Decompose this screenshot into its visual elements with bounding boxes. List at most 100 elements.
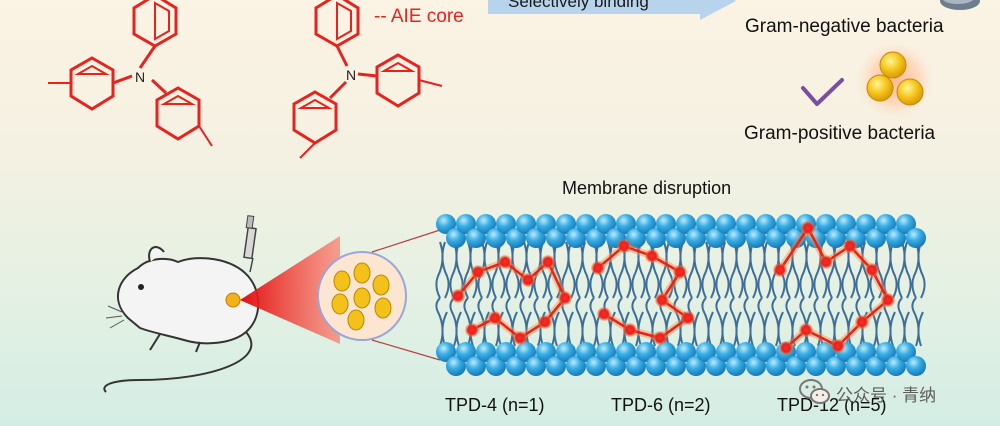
lipid-head [706, 356, 726, 376]
syringe-icon [243, 215, 257, 273]
lipid-head [876, 214, 896, 234]
aie-molecule-node [801, 221, 815, 235]
lipid-tail [757, 297, 766, 347]
lipid-head [606, 356, 626, 376]
lipid-head [676, 342, 696, 362]
lipid-head [736, 342, 756, 362]
lipid-head [616, 214, 636, 234]
lipid-tail [861, 241, 870, 299]
aie-molecule-node [673, 265, 687, 279]
lipid-head [456, 342, 476, 362]
lipid-tail [771, 297, 780, 347]
lipid-tail [875, 241, 884, 299]
lipid-tail [609, 241, 618, 299]
lipid-head [466, 228, 486, 248]
svg-text:N: N [346, 67, 356, 83]
aie-molecule-node [623, 323, 637, 337]
aie-molecule-node [645, 249, 659, 263]
lipid-head [746, 228, 766, 248]
lipid-tail [505, 297, 514, 347]
lipid-tail [707, 241, 716, 299]
lipid-head [886, 228, 906, 248]
lipid-head [826, 356, 846, 376]
lipid-head [516, 214, 536, 234]
lipid-tail [435, 241, 444, 299]
aie-molecule-node [843, 239, 857, 253]
lipid-head [556, 342, 576, 362]
lipid-tail [553, 241, 562, 299]
lipid-head [756, 214, 776, 234]
gram-negative-bacteria-icon [940, 0, 980, 10]
lipid-head [656, 342, 676, 362]
lipid-tail [903, 241, 912, 299]
membrane-disruption-label: Membrane disruption [562, 178, 732, 198]
lipid-tail [799, 241, 808, 299]
lipid-tail [911, 297, 920, 347]
lipid-head [566, 228, 586, 248]
lipid-head [766, 356, 786, 376]
aie-molecule-node [498, 255, 512, 269]
lipid-tail [483, 241, 492, 299]
aie-molecule-node [681, 311, 695, 325]
lipid-head [866, 228, 886, 248]
lipid-head [686, 228, 706, 248]
lipid-head [656, 214, 676, 234]
aie-molecule-node [653, 331, 667, 345]
lipid-head [486, 356, 506, 376]
lipid-head [546, 356, 566, 376]
lipid-tail [595, 241, 604, 299]
lipid-tail [511, 241, 520, 299]
lipid-head [856, 214, 876, 234]
lipid-tail [763, 241, 772, 299]
membrane-bilayer [435, 214, 926, 376]
lipid-tail [715, 297, 724, 347]
lipid-head [636, 342, 656, 362]
lipid-head [616, 342, 636, 362]
lipid-tail [827, 241, 836, 299]
aie-molecule-node [541, 255, 555, 269]
gram-negative-label: Gram-negative bacteria [745, 16, 944, 37]
check-icon [801, 78, 844, 106]
lipid-head [826, 228, 846, 248]
lipid-tail [889, 311, 896, 347]
lipid-tail [435, 297, 444, 347]
bacteria-zoom-circle [317, 251, 407, 341]
zoom-line-bottom [371, 339, 441, 361]
lipid-head [506, 228, 526, 248]
aie-molecule-node [799, 323, 813, 337]
lipid-tail [707, 311, 714, 347]
aie-molecule-node [591, 261, 605, 275]
lipid-tail [589, 297, 598, 347]
lipid-tail [721, 311, 728, 347]
lipid-head [436, 342, 456, 362]
lipid-tail [581, 241, 590, 299]
lipid-tail [609, 311, 616, 347]
aie-molecule-node [617, 239, 631, 253]
lipid-tail [875, 311, 882, 347]
lipid-tail [463, 297, 472, 347]
lipid-tail [575, 241, 584, 299]
tpd4-label: TPD-4 (n=1) [445, 395, 545, 415]
aie-molecule-node [865, 263, 879, 277]
lipid-tail [757, 241, 766, 299]
lipid-head [696, 342, 716, 362]
lipid-tail [729, 297, 738, 347]
aie-core-label: -- AIE core [374, 6, 464, 27]
lipid-head [846, 356, 866, 376]
lipid-head [506, 356, 526, 376]
lipid-tail [567, 311, 574, 347]
lipid-tail [701, 241, 710, 299]
irradiation-beam [240, 236, 340, 344]
lipid-head [536, 342, 556, 362]
lipid-head [736, 214, 756, 234]
lipid-tail [539, 241, 548, 299]
lipid-tail [441, 311, 448, 347]
lipid-tail [917, 311, 924, 347]
lipid-tail [651, 311, 658, 347]
lipid-tail [917, 241, 926, 299]
lipid-head [906, 228, 926, 248]
lipid-head [626, 356, 646, 376]
lipid-tail [763, 311, 770, 347]
lipid-tail [567, 241, 576, 299]
gram-positive-label: Gram-positive bacteria [744, 123, 936, 144]
